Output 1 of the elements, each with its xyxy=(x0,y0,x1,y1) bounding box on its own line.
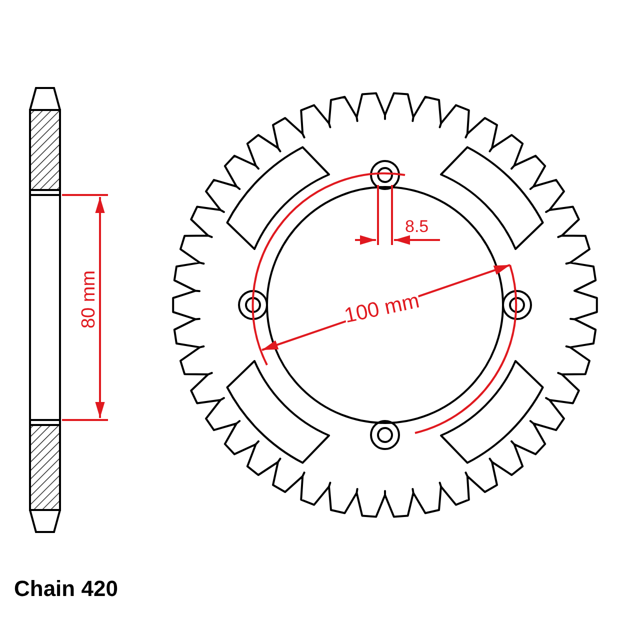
dimension-label: 8.5 xyxy=(405,218,429,235)
